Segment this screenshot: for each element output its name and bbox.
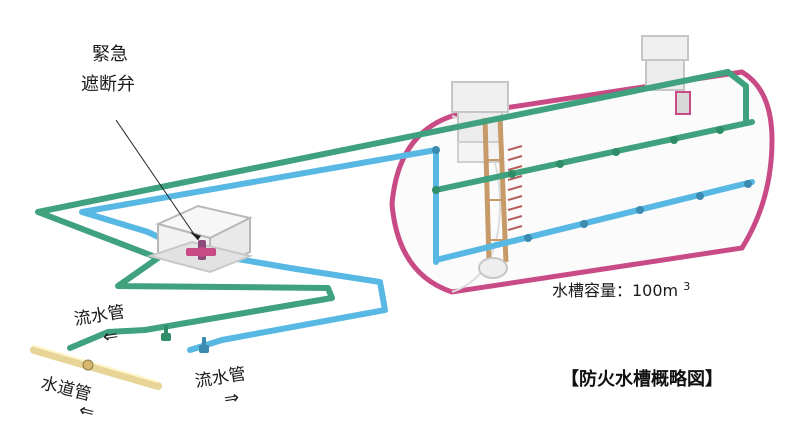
valve-icon [186,240,216,260]
inflow-pipe-label: 流水管 [194,364,248,392]
tank-capacity-sup: 3 [683,280,690,293]
outflow-arrow-label: ⇐ [101,325,119,348]
blue-pipe-main [79,147,439,353]
green-pipe-main [35,69,731,351]
valve-box-icon [146,204,254,274]
water-main-arrow-label: ⇐ [77,399,97,423]
outflow-pipe-label: 流水管 [73,302,127,330]
green-pipe-tank-riser [725,69,749,125]
tank-capacity-main: 水槽容量：100m [552,281,678,300]
diagram-title: 【防火水槽概略図】 [561,368,723,390]
access-ladder [478,117,523,279]
valve-callout [115,119,201,241]
water-main-pipe [30,345,162,390]
tank-capacity-label: 水槽容量：100m 3 [552,280,690,301]
green-pipe-tank-upper [433,119,755,193]
valve-label-line1: 緊急 [92,44,128,65]
valve-label-line2: 遮断弁 [81,74,135,95]
valve-callout-line [115,119,199,241]
green-pipe-network [35,69,755,351]
inflow-arrow-label: ⇒ [222,387,240,410]
pipe-joints [432,126,752,242]
inline-valve-green [161,325,171,341]
inline-valve-blue [199,337,209,353]
